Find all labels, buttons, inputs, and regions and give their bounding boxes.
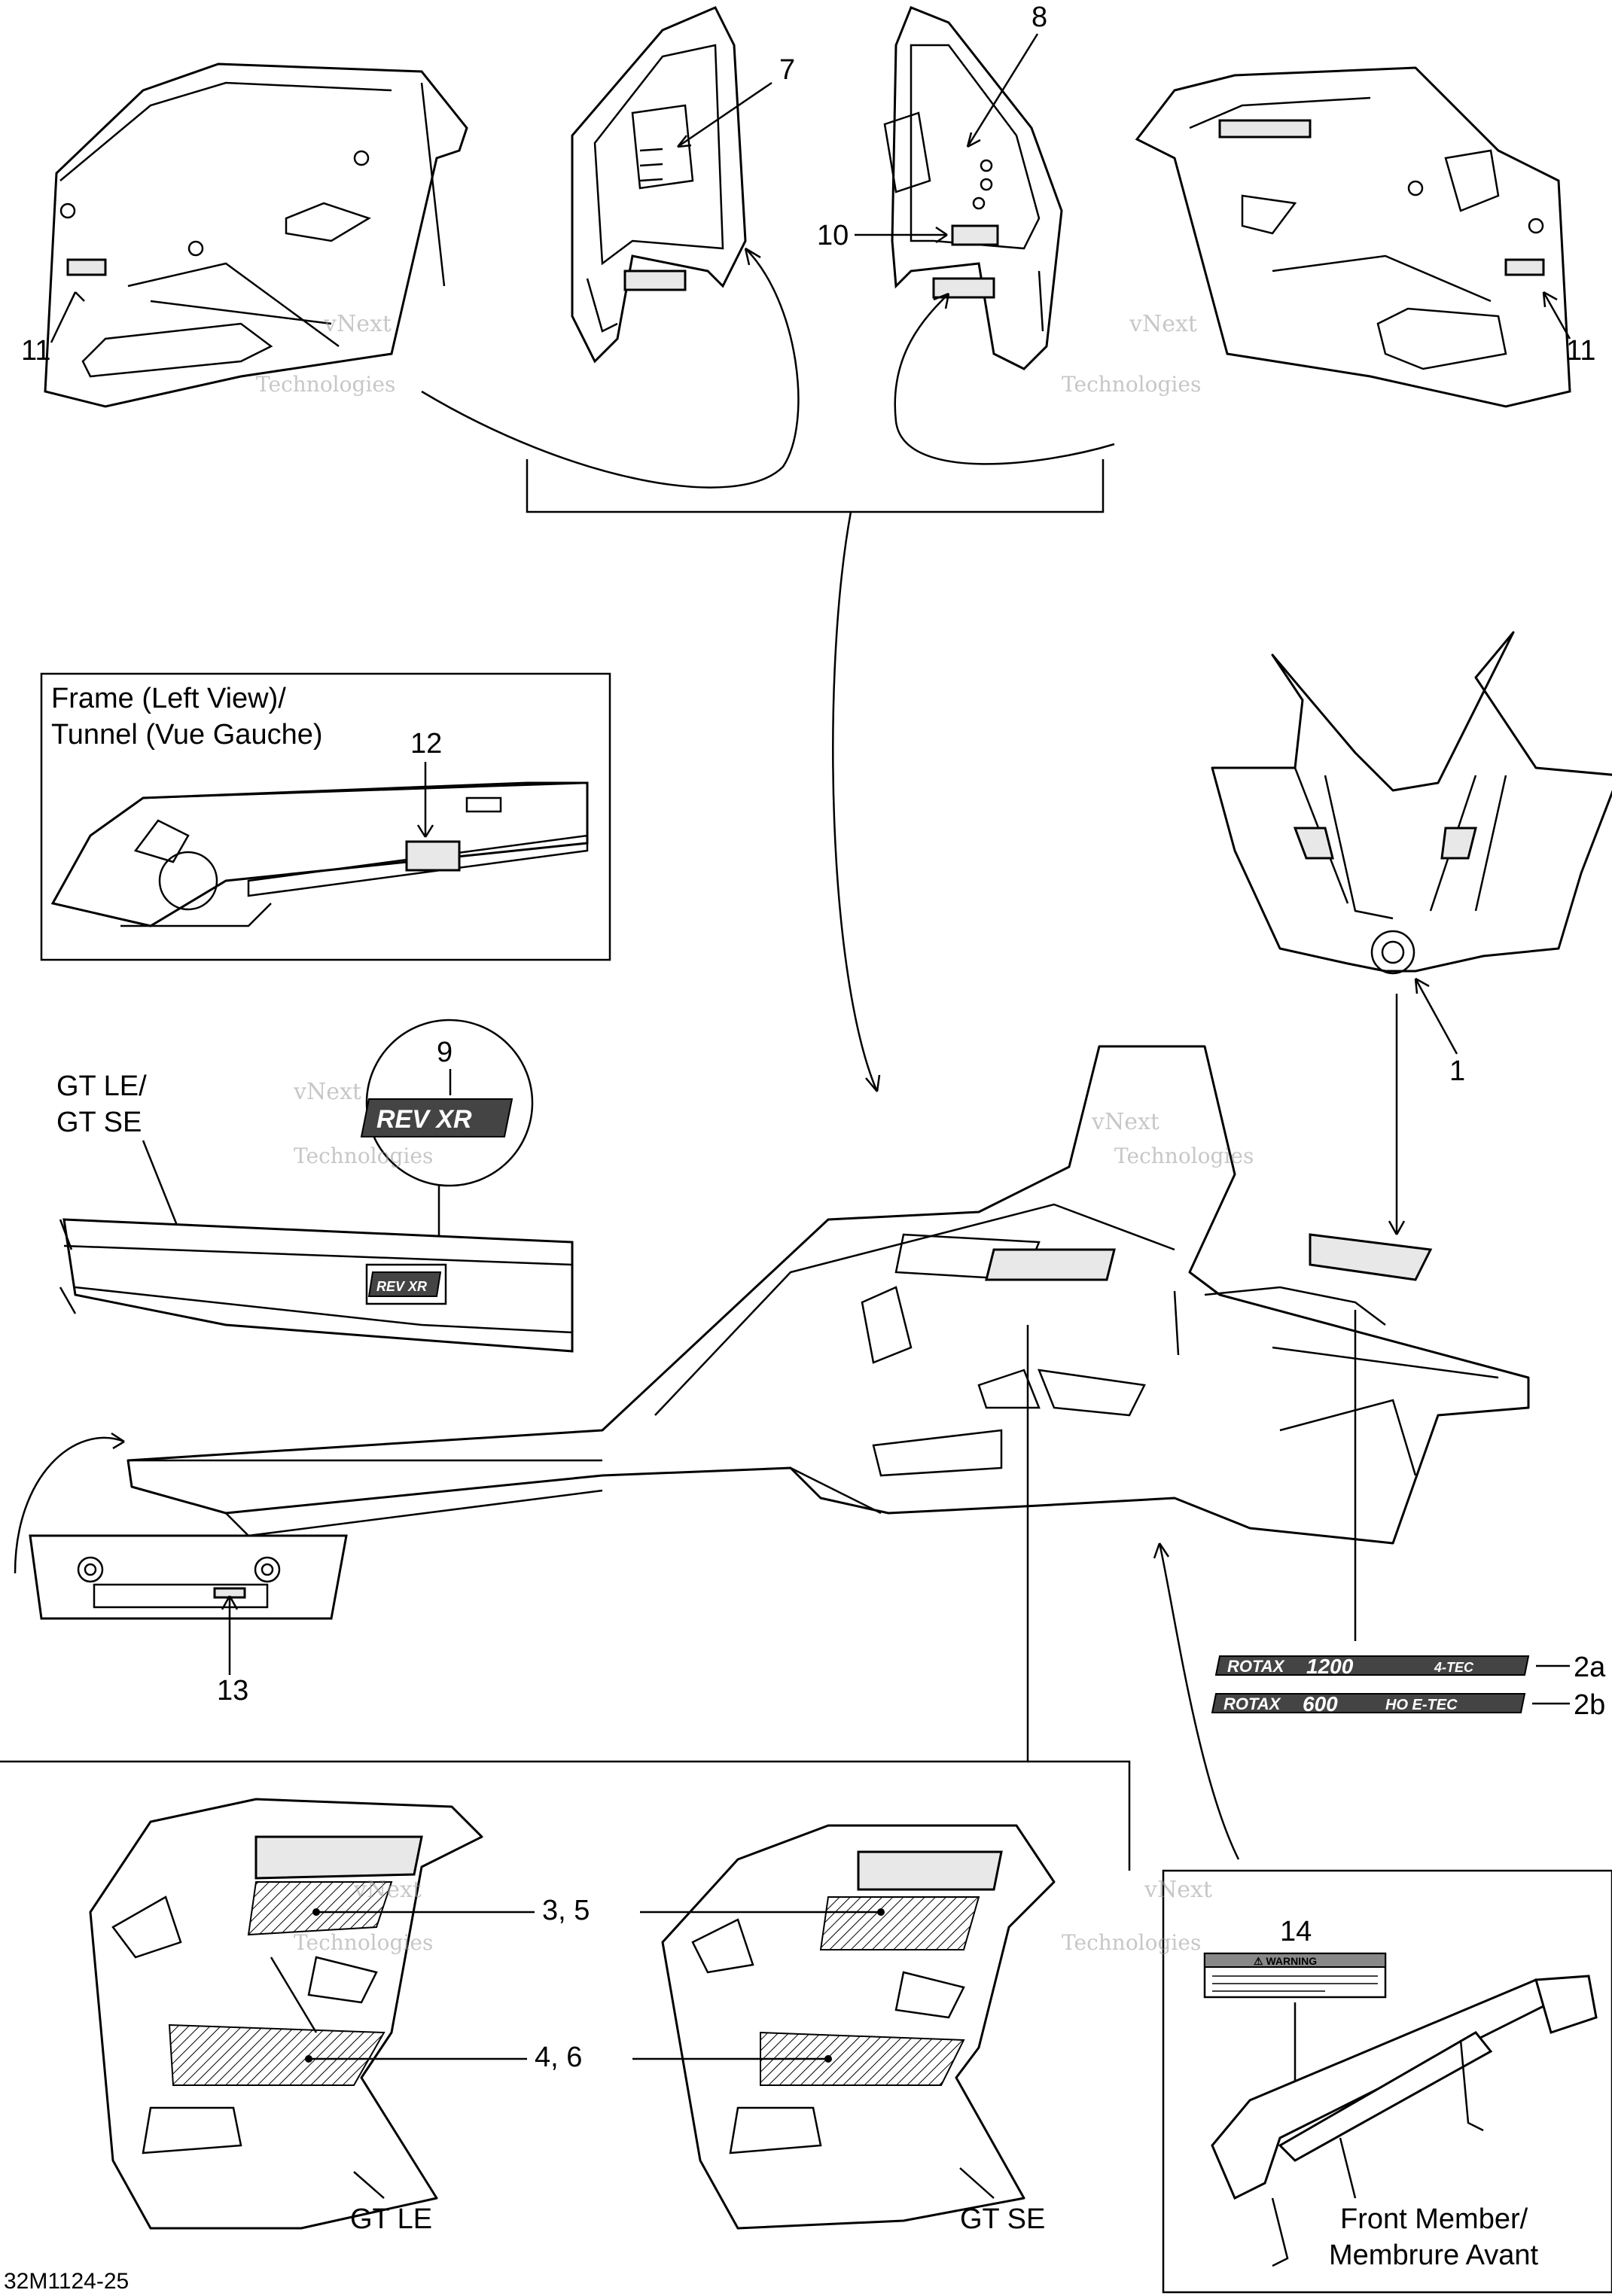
svg-text:vNext: vNext — [1144, 1877, 1212, 1903]
callout-2b: 2b — [1574, 1689, 1605, 1721]
svg-text:vNext: vNext — [323, 311, 392, 337]
side-panel-gt-se — [661, 1824, 1056, 2230]
bracket — [526, 459, 1105, 513]
callout-7: 7 — [779, 54, 795, 86]
front-member-box — [1162, 1869, 1612, 2294]
svg-text:Technologies: Technologies — [1062, 372, 1201, 397]
snowmobile-chassis — [126, 1045, 1530, 1545]
callout-10: 10 — [817, 220, 849, 251]
frame-box-title-1: Frame (Left View)/ — [51, 683, 286, 714]
watermark-bottom-left: vNext Technologies — [294, 1877, 433, 1955]
watermark-mid-left: vNext Technologies — [293, 1079, 433, 1168]
front-member-label-1: Front Member/ — [1340, 2203, 1528, 2235]
leader-7 — [677, 81, 772, 148]
svg-text:Technologies: Technologies — [256, 372, 395, 397]
callout-11-right: 11 — [1566, 335, 1595, 367]
decal-2a-rotax-1200: ROTAX 1200 4-TEC — [1214, 1655, 1530, 1678]
tunnel-label-2: GT SE — [56, 1107, 142, 1138]
warning-decal-14: ⚠ WARNING — [1203, 1952, 1387, 1999]
front-hood — [1211, 631, 1612, 975]
svg-text:vNext: vNext — [1129, 311, 1197, 337]
tunnel-label-1: GT LE/ — [56, 1070, 147, 1102]
svg-text:Technologies: Technologies — [294, 1143, 433, 1168]
svg-text:4-TEC: 4-TEC — [1434, 1660, 1474, 1675]
tunnel-left-view — [50, 781, 589, 927]
model-label-gt-le: GT LE — [350, 2203, 432, 2235]
leader-1 — [1414, 978, 1458, 1055]
svg-text:vNext: vNext — [353, 1877, 422, 1903]
decal-2b-rotax-600: ROTAX 600 HO E-TEC — [1211, 1692, 1526, 1716]
front-member-label-2: Membrure Avant — [1329, 2240, 1539, 2271]
svg-text:Technologies: Technologies — [294, 1930, 433, 1955]
rev-xr-badge-large: REV XR — [360, 1098, 513, 1137]
watermark-top-right: vNext Technologies — [1062, 311, 1201, 397]
callout-1: 1 — [1449, 1055, 1465, 1087]
watermark-bottom-right: vNext Technologies — [1062, 1877, 1212, 1955]
svg-text:ROTAX: ROTAX — [1223, 1695, 1281, 1713]
leader-11-right — [1542, 291, 1571, 340]
model-label-gt-se: GT SE — [960, 2203, 1045, 2235]
frame-detail-box — [40, 672, 611, 961]
svg-text:vNext: vNext — [1091, 1109, 1159, 1135]
rev-xr-badge-small: REV XR — [365, 1263, 447, 1305]
callout-2a: 2a — [1574, 1652, 1606, 1683]
decal-12-shape — [405, 840, 461, 872]
watermark-top-left: vNext Technologies — [256, 311, 395, 397]
svg-text:⚠ WARNING: ⚠ WARNING — [1254, 1955, 1317, 1967]
svg-text:1200: 1200 — [1306, 1655, 1354, 1678]
frame-box-title-2: Tunnel (Vue Gauche) — [51, 719, 323, 751]
side-panel-right-top — [1135, 66, 1571, 408]
svg-text:HO E-TEC: HO E-TEC — [1385, 1697, 1458, 1713]
svg-text:600: 600 — [1303, 1692, 1338, 1716]
callout-8: 8 — [1031, 2, 1047, 33]
svg-text:Technologies: Technologies — [1062, 1930, 1201, 1955]
side-panel-gt-le — [89, 1798, 483, 2230]
inner-panel-left — [571, 6, 747, 364]
svg-text:vNext: vNext — [293, 1079, 361, 1105]
callout-11-left: 11 — [21, 335, 50, 367]
figure-id: 32M1124-25 — [4, 2269, 129, 2294]
side-panel-left-top — [44, 62, 468, 408]
watermark-mid-right: vNext Technologies — [1091, 1109, 1254, 1168]
callout-9: 9 — [437, 1037, 453, 1068]
svg-text:ROTAX: ROTAX — [1227, 1657, 1285, 1676]
svg-text:REV XR: REV XR — [376, 1105, 472, 1134]
callout-14: 14 — [1280, 1916, 1312, 1947]
rear-trim-part-13 — [29, 1534, 348, 1620]
leader-8 — [966, 33, 1039, 148]
callout-13: 13 — [217, 1675, 248, 1707]
inner-panel-right — [883, 6, 1063, 370]
rev-xr-magnifier — [365, 1019, 534, 1187]
tunnel-strip-gt — [59, 1218, 574, 1353]
callout-4-6: 4, 6 — [535, 2042, 582, 2073]
callout-12: 12 — [410, 728, 442, 760]
svg-text:Technologies: Technologies — [1114, 1143, 1254, 1168]
front-member-frame — [1211, 1975, 1598, 2267]
callout-3-5: 3, 5 — [542, 1895, 590, 1926]
svg-text:REV XR: REV XR — [376, 1279, 427, 1294]
